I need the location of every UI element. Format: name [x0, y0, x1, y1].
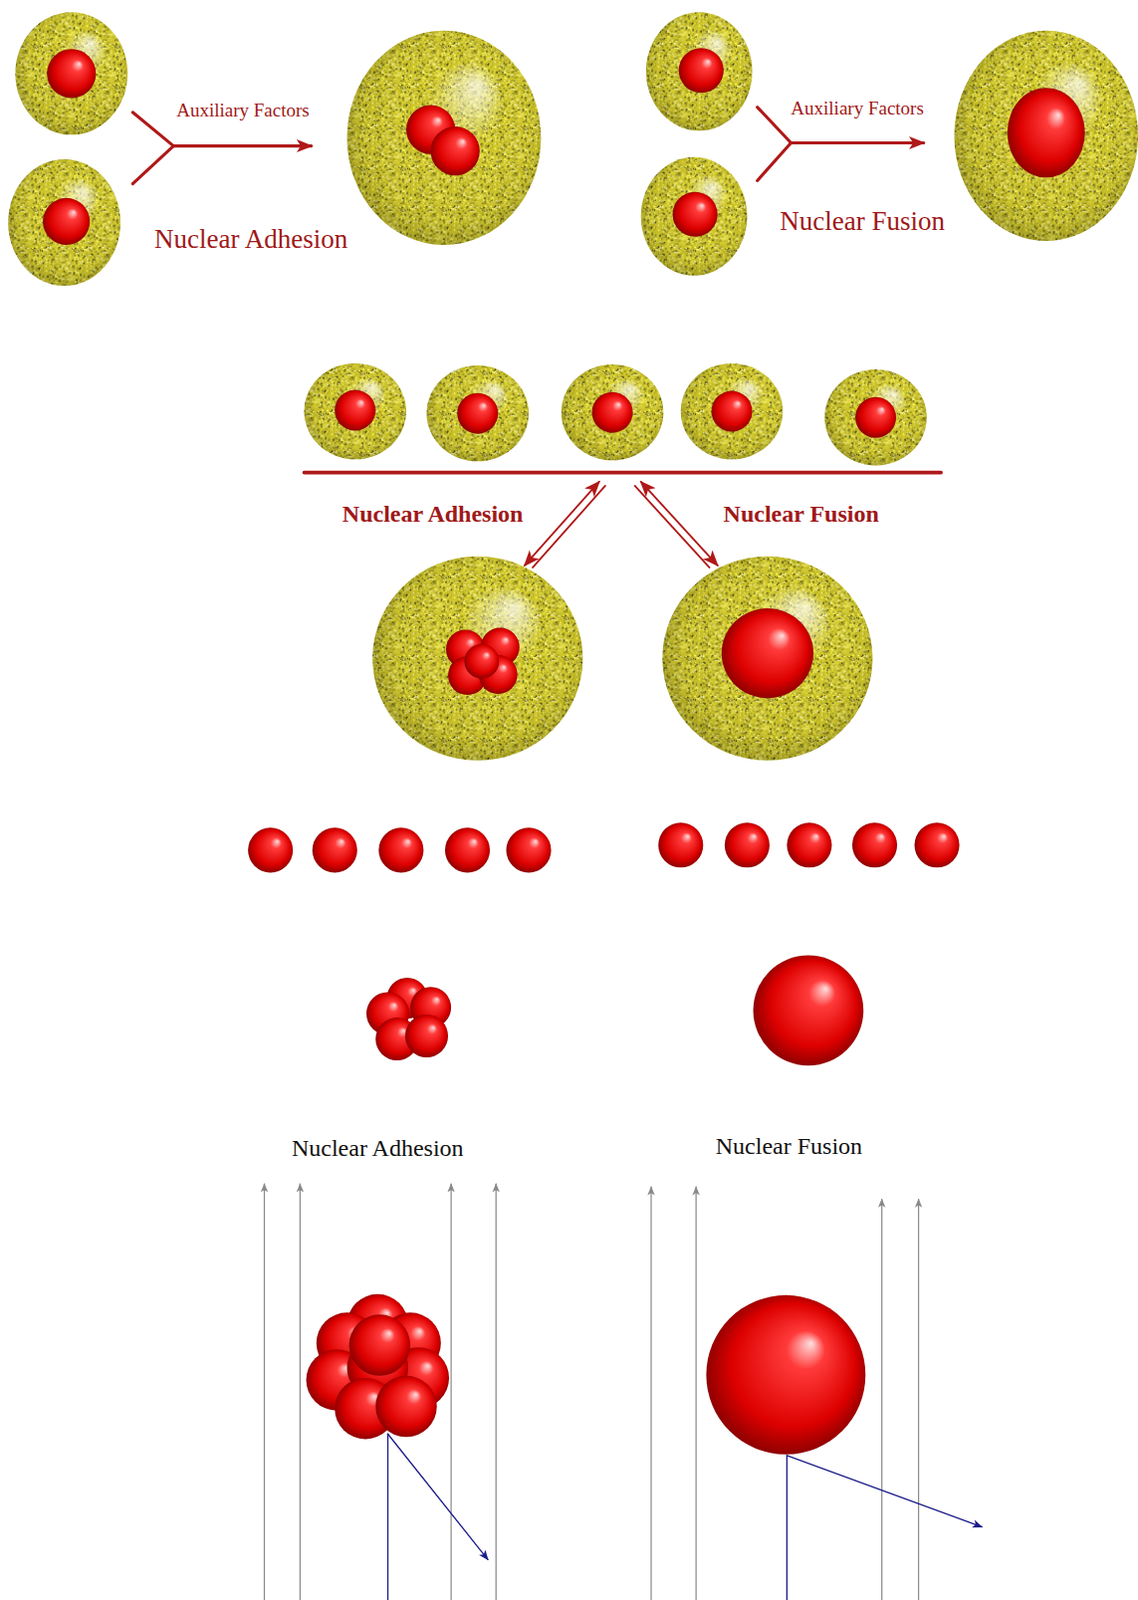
caption-label: Nuclear Fusion [779, 208, 945, 238]
field-line [881, 1199, 883, 1600]
nucleus [855, 397, 897, 439]
cell-body [14, 11, 128, 135]
cell-shading [561, 364, 665, 460]
nucleus [247, 827, 293, 873]
field-line [917, 1199, 919, 1600]
nucleus [1007, 87, 1086, 178]
cell-body [953, 30, 1138, 241]
cell-shading [646, 11, 753, 131]
nucleus [724, 822, 770, 868]
branch-line [757, 107, 792, 144]
nucleus [753, 955, 865, 1067]
field-line [299, 1183, 301, 1600]
cell-shading [426, 365, 529, 461]
cell-shading [641, 157, 748, 276]
caption-label: Nuclear Adhesion [342, 499, 524, 526]
cell-body [561, 364, 665, 460]
cell-shading [824, 369, 927, 465]
nucleus [786, 822, 832, 868]
cell-shading [953, 30, 1138, 241]
cell-shading [347, 30, 542, 245]
cell-shading [681, 363, 784, 459]
nucleus [431, 126, 480, 176]
cell-shading [7, 159, 121, 286]
caption-label: Nuclear Adhesion [291, 1135, 464, 1161]
track-line [387, 1433, 389, 1600]
nucleus [378, 827, 424, 873]
nucleus [463, 644, 499, 680]
reversible-arrow [532, 485, 606, 568]
nucleus [312, 827, 358, 873]
cell-shading [372, 556, 583, 761]
track-line [388, 1433, 488, 1560]
reversible-arrow [641, 481, 718, 566]
cell-body [372, 556, 583, 761]
field-line [695, 1186, 697, 1600]
cell-shading [662, 556, 873, 761]
nucleus [445, 827, 490, 873]
reversible-arrow [635, 485, 710, 568]
nucleus [505, 827, 551, 873]
cell-body [641, 157, 748, 276]
cell-body [646, 11, 753, 131]
baseline [303, 470, 941, 475]
field-line [650, 1186, 652, 1600]
nucleus [852, 822, 898, 868]
nucleus [375, 1375, 438, 1438]
cell-body [347, 30, 542, 245]
track-line [786, 1455, 982, 1528]
branch-line [132, 112, 174, 147]
branch-line [757, 143, 792, 182]
nucleus [711, 391, 753, 433]
nucleus [679, 47, 724, 93]
nucleus [349, 1314, 412, 1376]
field-line [495, 1183, 497, 1600]
cell-body [681, 363, 784, 459]
nucleus [592, 392, 634, 434]
scene [7, 11, 1138, 1600]
process-arrow [173, 144, 311, 148]
caption-label: Auxiliary Factors [790, 97, 924, 119]
branch-line [132, 146, 174, 185]
nucleus [658, 822, 703, 868]
caption-label: Nuclear Fusion [723, 499, 880, 526]
nucleus [46, 48, 96, 98]
nucleus [456, 393, 498, 435]
nucleus [705, 1295, 866, 1455]
nucleus [914, 822, 960, 868]
caption-label: Auxiliary Factors [176, 99, 310, 121]
process-arrow [790, 141, 923, 145]
cell-body [426, 365, 529, 461]
nucleus [721, 608, 814, 698]
nucleus [42, 198, 90, 245]
cell-body [303, 363, 407, 459]
caption-label: Nuclear Adhesion [154, 225, 348, 255]
field-line [263, 1183, 265, 1600]
track-line [786, 1455, 788, 1600]
reversible-arrow [524, 481, 600, 566]
cell-body [7, 159, 121, 286]
cell-shading [303, 363, 407, 459]
nucleus [334, 390, 376, 432]
cell-shading [14, 11, 128, 135]
cell-body [824, 369, 927, 465]
nucleus [405, 1014, 449, 1058]
field-line [450, 1183, 452, 1600]
nucleus [673, 192, 718, 237]
cell-body [662, 556, 873, 761]
caption-label: Nuclear Fusion [715, 1133, 863, 1159]
